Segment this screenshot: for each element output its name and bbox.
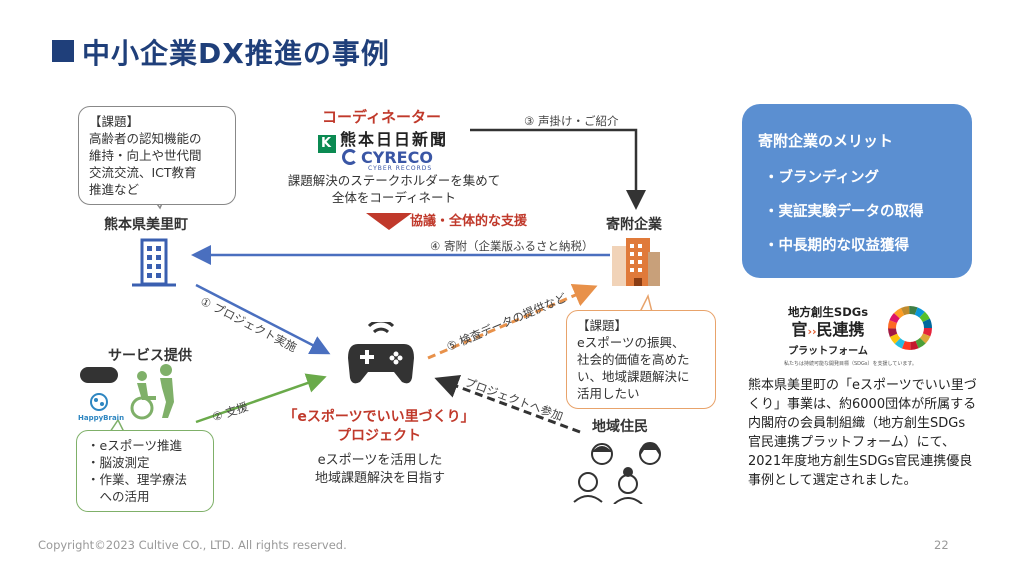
donor-label: 寄附企業	[606, 217, 662, 233]
service-item-line: ・脳波測定	[87, 455, 150, 470]
page-title: 中小企業DX推進の事例	[82, 37, 390, 70]
town-issue-line: 交流交流、ICT教育	[89, 165, 197, 180]
donor-issue-line: eスポーツの振興、	[577, 335, 685, 350]
cyreco-logo: CYRECO	[342, 148, 433, 167]
office-building-icon	[612, 238, 660, 286]
people-group-icon	[573, 442, 661, 504]
project-title-line: 「eスポーツでいい里づくり」	[283, 409, 475, 425]
arrow-resident-participation	[434, 375, 581, 434]
arrow-support	[195, 373, 327, 424]
building-icon	[132, 238, 176, 287]
happybrain-logo: HappyBrain	[78, 414, 125, 422]
wheelchair-assist-icon	[130, 364, 174, 420]
sdgs-logo-caption: 私たちは持続可能な開発目標（SDGs）を支援しています。	[784, 361, 917, 367]
donor-issue-line: 活用したい	[577, 386, 640, 401]
title-marker	[52, 40, 74, 62]
sdgs-logo-line1: 地方創生SDGs	[787, 305, 869, 319]
merits-title: 寄附企業のメリット	[758, 132, 894, 150]
sdgs-logo-line3: プラットフォーム	[788, 346, 868, 357]
town-issue-line: 推進など	[89, 182, 140, 197]
cyreco-logo-sub: CYBER RECORDS	[368, 165, 433, 172]
merit-item: ・中長期的な収益獲得	[764, 238, 909, 254]
sdgs-platform-logo: 地方創生SDGs 官››民連携 プラットフォーム	[776, 304, 880, 357]
service-label: サービス提供	[108, 348, 192, 364]
merit-item: ・ブランディング	[764, 170, 879, 186]
arrow-introduction	[470, 128, 646, 210]
k-logo-icon: K	[318, 135, 336, 153]
sdgs-logo-kan: 官	[791, 320, 808, 339]
arrow-label-4: ④ 寄附（企業版ふるさと納税）	[430, 239, 594, 253]
support-label: 協議・全体的な支援	[410, 214, 528, 229]
happybrain-icon	[90, 393, 108, 411]
sdgs-description: 熊本県美里町の「eスポーツでいい里づくり」事業は、約6000団体が所属する内閣府…	[748, 378, 977, 488]
project-description: eスポーツを活用した 地域課題解決を目指す	[280, 452, 480, 488]
service-item-line: への活用	[87, 489, 150, 504]
arrow-project-implementation	[195, 283, 331, 355]
residents-label: 地域住民	[592, 419, 648, 435]
town-issue-line: 【課題】	[89, 114, 140, 129]
coordinator-label: コーディネーター	[322, 108, 441, 126]
project-title: 「eスポーツでいい里づくり」 プロジェクト	[279, 408, 479, 446]
project-desc-line: eスポーツを活用した	[317, 453, 443, 468]
town-label: 熊本県美里町	[104, 217, 188, 233]
service-items-bubble: ・eスポーツ推進 ・脳波測定 ・作業、理学療法 への活用	[76, 430, 214, 512]
project-desc-line: 地域課題解決を目指す	[314, 471, 445, 486]
copyright: Copyright©2023 Cultive CO., LTD. All rig…	[38, 538, 347, 552]
cyreco-logo-text: CYRECO	[361, 148, 433, 167]
project-title-line: プロジェクト	[337, 428, 421, 444]
donor-issues-bubble: 【課題】 eスポーツの振興、 社会的価値を高めた い、地域課題解決に 活用したい	[566, 310, 716, 409]
support-triangle	[366, 213, 412, 230]
sdgs-wheel-icon	[888, 306, 932, 350]
cyreco-icon	[342, 149, 358, 165]
kumanichi-logo-text: 熊本日日新聞	[340, 130, 449, 149]
gamepad-icon	[348, 322, 414, 384]
service-item-line: ・eスポーツ推進	[87, 438, 182, 453]
merit-item: ・実証実験データの取得	[764, 204, 924, 220]
town-issue-line: 維持・向上や世代間	[89, 148, 202, 163]
donor-issue-line: い、地域課題解決に	[577, 369, 690, 384]
arrow-data-provision	[427, 284, 598, 360]
sdgs-logo-minrenkei: 民連携	[816, 320, 865, 339]
coordinator-description: 課題解決のステークホルダーを集めて全体をコーディネート	[287, 173, 501, 205]
town-issues-bubble: 【課題】 高齢者の認知機能の 維持・向上や世代間 交流交流、ICT教育 推進など	[78, 106, 236, 205]
town-issue-line: 高齢者の認知機能の	[89, 131, 202, 146]
esports-logo	[80, 367, 118, 383]
service-item-line: ・作業、理学療法	[87, 472, 188, 487]
sdgs-logo-line2: 官››民連携	[791, 320, 865, 339]
donor-issue-line: 社会的価値を高めた	[577, 352, 690, 367]
arrow-label-3: ③ 声掛け・ご紹介	[524, 114, 619, 128]
donor-issue-line: 【課題】	[577, 318, 628, 333]
merits-panel: 寄附企業のメリット ・ブランディング ・実証実験データの取得 ・中長期的な収益獲…	[742, 104, 972, 278]
page-number: 22	[934, 538, 949, 552]
